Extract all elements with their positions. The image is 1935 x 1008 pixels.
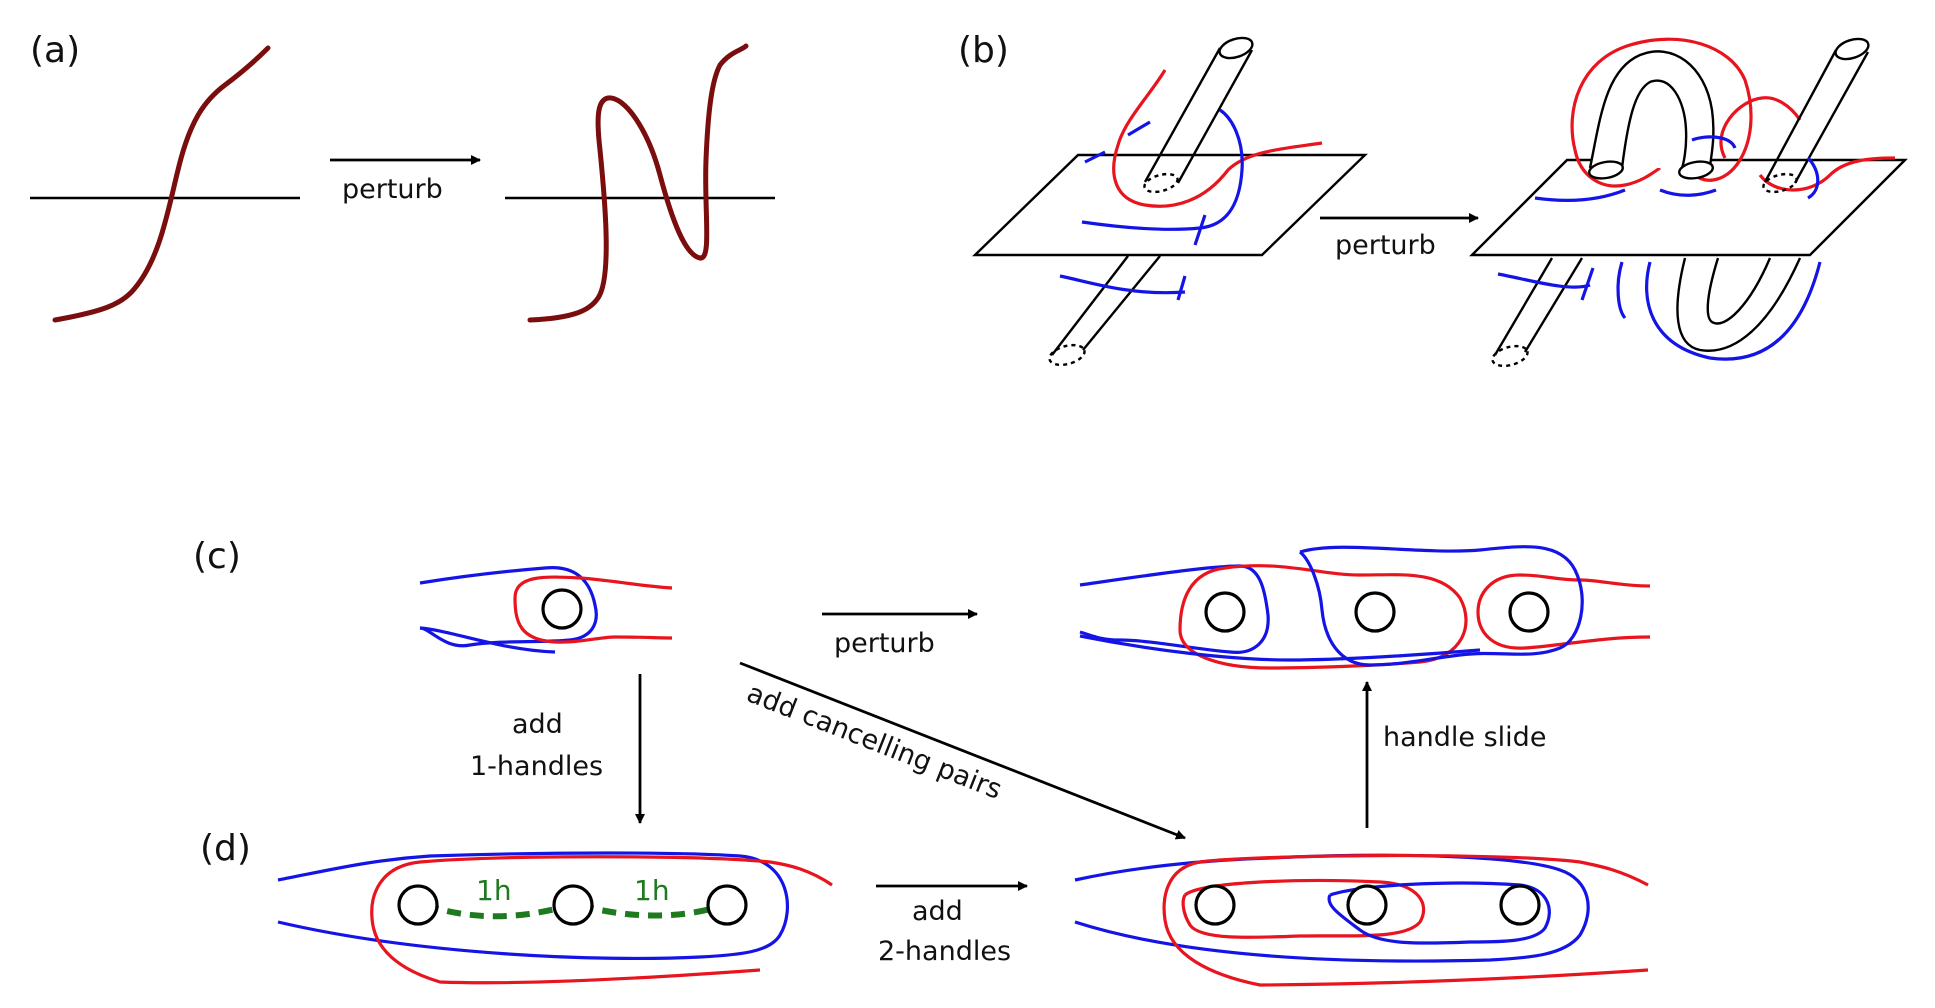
beta-end-lower <box>1079 634 1481 662</box>
beta-start-lower <box>419 626 556 654</box>
u-tube-inner <box>1620 79 1688 169</box>
panel-b: (b) perturb <box>958 30 1908 368</box>
panel-d: (d) 1h 1h add 2-handles <box>200 828 1649 987</box>
beta2-under-left <box>1497 272 1591 289</box>
alpha2-right <box>1758 156 1896 192</box>
hole-d-right-2 <box>1346 884 1388 926</box>
arrow-d-add2-line1: add <box>912 896 963 927</box>
arrow-c-perturb-label: perturb <box>834 628 935 659</box>
arrow-b-label: perturb <box>1335 230 1436 261</box>
u-tube-under-outer <box>1676 257 1802 352</box>
beta-end-middle <box>1298 545 1584 667</box>
beta-d-left <box>277 851 790 961</box>
panel-a: (a) perturb <box>30 30 775 323</box>
tube-lower-edge-2 <box>1082 255 1161 351</box>
panel-d-label: (d) <box>200 828 251 869</box>
alpha-start <box>513 575 673 644</box>
beta-tick-upper <box>1193 214 1207 246</box>
c-end-diagram <box>1079 545 1651 670</box>
hole-d-3 <box>706 884 748 926</box>
beta2-over-3 <box>1691 135 1737 149</box>
beta2-over-1 <box>1534 188 1626 202</box>
panel-c-label: (c) <box>193 536 241 577</box>
hole-end-2 <box>1354 591 1396 633</box>
arrow-c-slide-label: handle slide <box>1383 722 1546 753</box>
tube2-upper-top <box>1834 37 1870 61</box>
tube2-lower-edge-1 <box>1493 257 1554 356</box>
beta-start-upper <box>419 566 598 648</box>
u-tube-foot-right <box>1678 160 1714 180</box>
arrow-a-label: perturb <box>342 174 443 205</box>
arc-d-1-label: 1h <box>476 874 512 907</box>
arrow-c-add1-line1: add <box>512 709 563 740</box>
tube2-lower-edge-2 <box>1523 257 1584 353</box>
tube-upper-top <box>1218 36 1254 60</box>
hole-start <box>541 588 583 630</box>
beta2-under-mid <box>1616 261 1627 320</box>
hole-end-3 <box>1508 591 1550 633</box>
arc-d-2-label: 1h <box>634 874 670 907</box>
alpha-curve-left <box>1112 69 1323 208</box>
beta2-under-loop <box>1645 261 1822 361</box>
tube-lower-edge-1 <box>1051 255 1129 356</box>
beta-dash-1 <box>1084 150 1106 164</box>
alpha2-big-loop <box>1570 37 1753 182</box>
hole-d-right-3 <box>1499 884 1541 926</box>
beta-d-right-inner <box>1327 881 1551 945</box>
d-left-diagram: 1h 1h <box>277 851 833 985</box>
arrow-c-cancel <box>739 661 1186 840</box>
tube-upper-edge-2 <box>1176 49 1254 184</box>
panel-c: (c) perturb add 1-handles add cance <box>193 536 1651 840</box>
alpha2-mid <box>1719 96 1802 159</box>
beta-end-left <box>1079 564 1270 654</box>
beta2-tick-a <box>1580 267 1595 301</box>
panel-a-label: (a) <box>30 30 80 71</box>
heegaard-surface-left <box>972 153 1368 257</box>
beta2-over-4 <box>1806 156 1820 200</box>
arc-d-1 <box>424 902 571 920</box>
hole-d-2 <box>552 884 594 926</box>
beta-dash-2 <box>1127 120 1151 137</box>
beta-under-left <box>1059 274 1186 295</box>
heegaard-surface-right <box>1469 158 1908 257</box>
strand-after <box>527 43 749 323</box>
tube-upper-edge-1 <box>1143 47 1222 183</box>
b-left-picture <box>972 36 1368 367</box>
u-tube-outer <box>1588 50 1715 169</box>
hole-d-right-1 <box>1194 884 1236 926</box>
tube2-lower-end <box>1491 344 1529 368</box>
panel-b-label: (b) <box>958 30 1009 71</box>
hole-d-1 <box>397 884 439 926</box>
arrow-d-add2-line2: 2-handles <box>878 936 1011 967</box>
u-tube-foot-left <box>1588 160 1624 180</box>
beta2-over-2 <box>1659 188 1717 197</box>
arc-d-2 <box>579 902 725 919</box>
tube2-upper-foot <box>1762 172 1798 194</box>
tube2-upper-edge-1 <box>1763 49 1838 183</box>
c-start-diagram <box>419 566 673 654</box>
arrow-c-add1-line2: 1-handles <box>470 751 603 782</box>
alpha-end-right <box>1476 573 1651 650</box>
alpha-d-right <box>1162 853 1649 987</box>
b-right-picture <box>1469 37 1908 368</box>
beta-curve-left <box>1081 108 1244 231</box>
beta-tick-left <box>1176 275 1187 301</box>
alpha-d-left <box>370 855 833 985</box>
d-right-diagram <box>1074 853 1649 987</box>
arrow-c-cancel-label: add cancelling pairs <box>742 678 1006 806</box>
alpha2-loop-bottom <box>1573 149 1661 188</box>
strand-before <box>52 45 271 323</box>
tube-upper-foot <box>1143 172 1179 194</box>
hole-end-1 <box>1204 591 1246 633</box>
tube-lower-end <box>1048 343 1086 367</box>
u-tube-under-inner <box>1706 257 1772 325</box>
alpha-d-right-inner <box>1181 878 1426 939</box>
tube2-upper-edge-2 <box>1793 51 1870 184</box>
